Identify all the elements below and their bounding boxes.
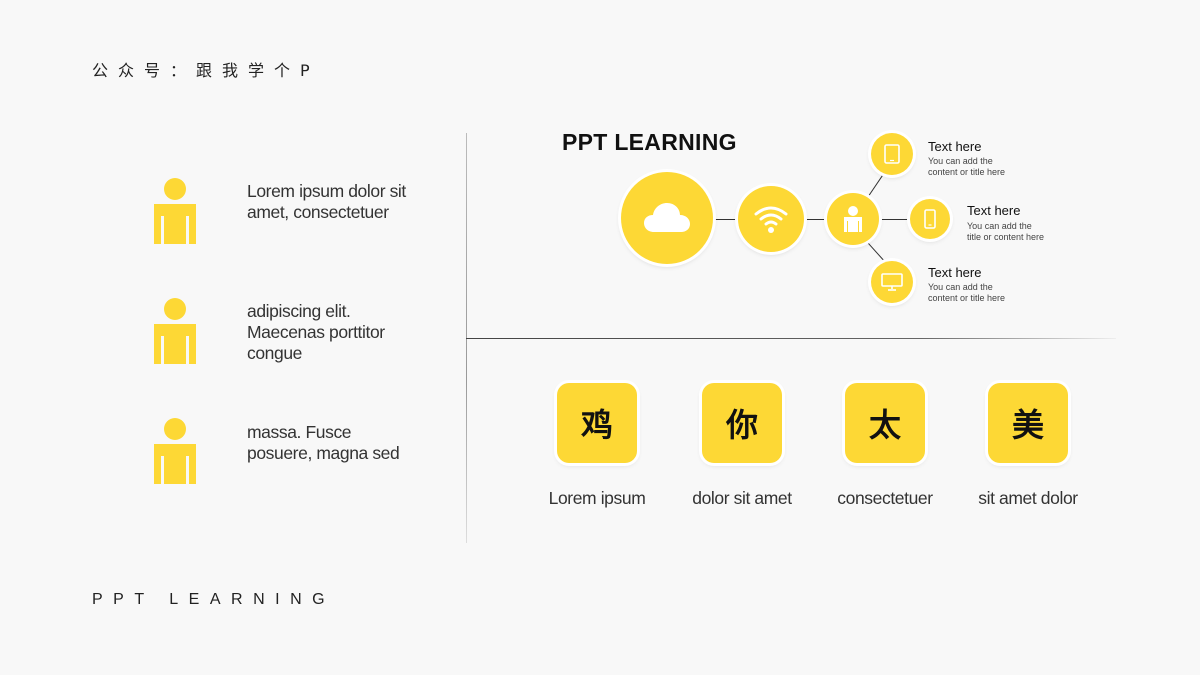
node-title: Text here bbox=[928, 265, 982, 280]
cloud-icon bbox=[644, 203, 690, 232]
tile: 你 bbox=[702, 383, 782, 463]
node-desc: You can add the content or title here bbox=[928, 282, 1006, 303]
header-text: 公众号：跟我学个P bbox=[92, 61, 320, 80]
phone-icon bbox=[924, 209, 936, 229]
node-title: Text here bbox=[928, 139, 982, 154]
connector-line bbox=[712, 219, 740, 220]
connector-line bbox=[878, 219, 911, 220]
tablet-icon bbox=[884, 144, 900, 164]
tile: 美 bbox=[988, 383, 1068, 463]
connector-line bbox=[865, 240, 887, 263]
user-node bbox=[827, 193, 879, 245]
tile-label: consectetuer bbox=[837, 488, 933, 508]
user-icon bbox=[844, 206, 862, 232]
tile: 太 bbox=[845, 383, 925, 463]
connector-line bbox=[802, 219, 830, 220]
node-title: Text here bbox=[967, 203, 1021, 218]
tile-label: sit amet dolor bbox=[978, 488, 1078, 508]
left-item-text: massa. Fusce posuere, magna sed bbox=[247, 422, 400, 463]
tile-label: Lorem ipsum bbox=[548, 488, 646, 508]
person-icon bbox=[154, 418, 196, 484]
monitor-node bbox=[871, 261, 913, 303]
diagram-title: PPT LEARNING bbox=[562, 129, 737, 155]
node-desc: You can add the title or content here bbox=[967, 221, 1045, 242]
person-icon bbox=[154, 178, 196, 244]
wifi-icon bbox=[754, 206, 788, 233]
horizontal-divider bbox=[466, 338, 1116, 339]
footer-text: PPT LEARNING bbox=[92, 591, 336, 608]
wifi-node bbox=[738, 186, 804, 252]
phone-node bbox=[910, 199, 950, 239]
tile-label: dolor sit amet bbox=[692, 488, 792, 508]
connector-line bbox=[866, 174, 884, 200]
node-desc: You can add the content or title here bbox=[928, 156, 1006, 177]
left-item-text: Lorem ipsum dolor sit amet, consectetuer bbox=[247, 181, 406, 222]
left-item-text: adipiscing elit. Maecenas porttitor cong… bbox=[247, 301, 385, 363]
monitor-icon bbox=[881, 273, 903, 291]
tile: 鸡 bbox=[557, 383, 637, 463]
tablet-node bbox=[871, 133, 913, 175]
person-icon bbox=[154, 298, 196, 364]
cloud-node bbox=[621, 172, 713, 264]
